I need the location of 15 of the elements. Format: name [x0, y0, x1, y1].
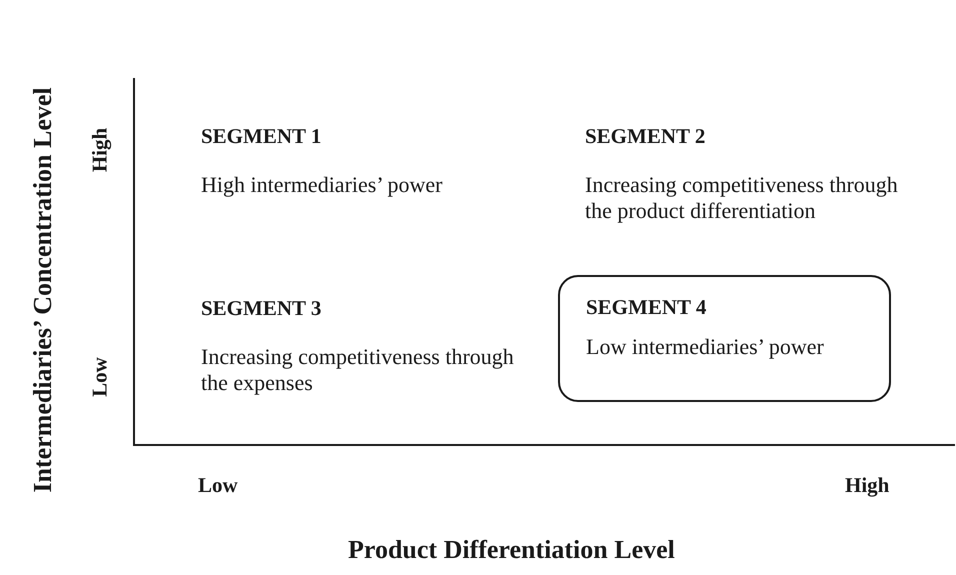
- segment-description: High intermediaries’ power: [201, 172, 444, 198]
- segment-description: Low intermediaries’ power: [586, 334, 824, 360]
- axis-title: Intermediaries’ Concentration Level: [28, 87, 58, 493]
- segment-description: Increasing competitiveness through the product differentiation: [585, 172, 899, 224]
- segment-heading: SEGMENT 1: [201, 124, 322, 149]
- axis-title: Product Differentiation Level: [348, 535, 675, 565]
- segment-heading: SEGMENT 3: [201, 296, 322, 321]
- axis-tick-label: Low: [198, 473, 238, 498]
- segment-box: [558, 275, 891, 402]
- segment-heading: SEGMENT 2: [585, 124, 706, 149]
- axis-tick-label: High: [845, 473, 890, 498]
- axis-tick-label: Low: [88, 357, 112, 397]
- segment-description: Increasing competitiveness through the expenses: [201, 344, 515, 396]
- axis-tick-label: High: [88, 128, 112, 172]
- segment-heading: SEGMENT 4: [586, 295, 706, 320]
